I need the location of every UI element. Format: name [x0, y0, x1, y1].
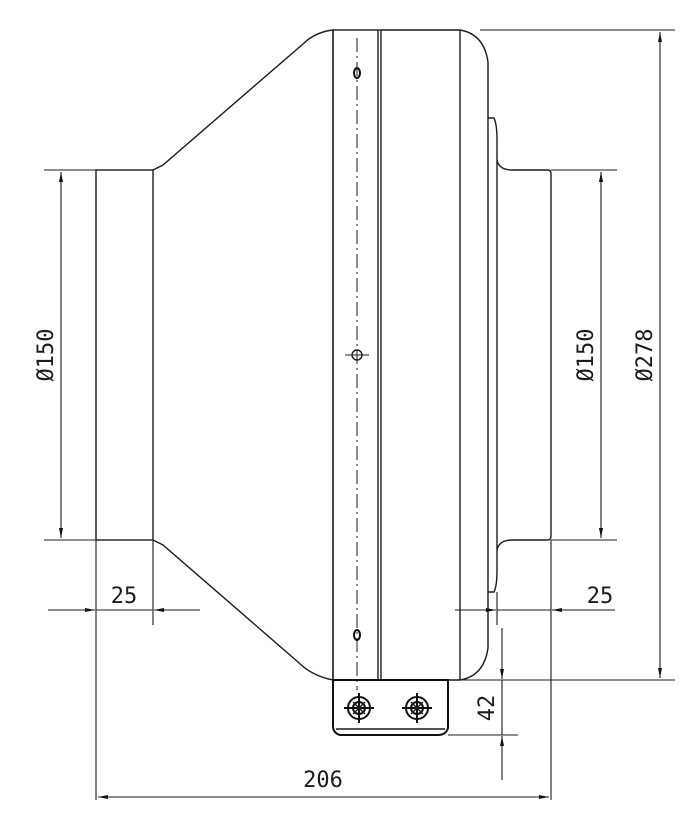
fan-body [95, 29, 552, 736]
inlet-cone [152, 29, 334, 681]
inlet-spigot [95, 169, 154, 541]
outlet-spigot-length-label: 25 [587, 584, 614, 609]
bolt-left [344, 693, 374, 723]
housing-diameter-label: Ø278 [633, 329, 658, 382]
top-slot [353, 67, 361, 79]
dim-overall-length: 206 [98, 768, 549, 799]
dim-bracket-height: 42 [448, 628, 518, 780]
bolt-right [402, 693, 432, 723]
motor-step [488, 117, 498, 593]
overall-length-label: 206 [303, 768, 343, 793]
bottom-slot [353, 629, 361, 641]
housing-body [381, 29, 489, 681]
bracket-height-label: 42 [475, 695, 500, 722]
outlet-diameter-label: Ø150 [574, 329, 599, 382]
outlet-spigot [496, 159, 552, 551]
dim-outlet-diameter: Ø150 [551, 169, 617, 541]
dim-housing-diameter: Ø278 [448, 29, 675, 681]
dim-inlet-diameter: Ø150 [34, 169, 96, 541]
dim-inlet-spigot-length: 25 [48, 540, 200, 800]
inlet-spigot-length-label: 25 [111, 584, 138, 609]
mounting-bracket [332, 679, 449, 736]
dim-outlet-spigot-length: 25 [455, 540, 615, 800]
inlet-diameter-label: Ø150 [34, 329, 59, 382]
